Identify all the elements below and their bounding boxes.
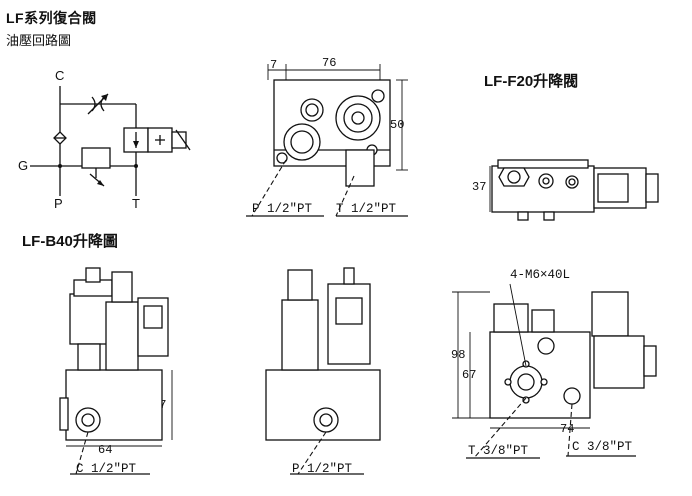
right-port-c: C 3/8"PT — [572, 440, 633, 454]
lf-b40-title: LF-B40升降圖 — [22, 233, 118, 250]
lf-f20-title: LF-F20升降閥 — [484, 73, 579, 90]
circuit-port-p: P — [54, 196, 63, 211]
circuit-port-c: C — [55, 68, 65, 83]
hydraulic-circuit — [30, 86, 191, 196]
top-view-block — [246, 64, 408, 217]
top-dim-50: 50 — [390, 118, 405, 132]
lf-f20-drawing — [489, 159, 659, 221]
lf-b40-drawing — [59, 267, 173, 475]
top-port-t: T 1/2"PT — [336, 202, 397, 216]
top-dim-7: 7 — [270, 58, 278, 72]
right-dim-74: 74 — [560, 422, 575, 436]
top-dim-76: 76 — [322, 56, 337, 70]
series-title: LF系列復合閥 — [6, 10, 97, 26]
circuit-port-g: G — [18, 158, 29, 173]
lf-f20-dim-37: 37 — [472, 180, 487, 194]
mid-port-p: P 1/2"PT — [292, 462, 353, 476]
top-port-p: P 1/2"PT — [252, 202, 313, 216]
middle-view-drawing — [265, 267, 381, 475]
b40-dim-64: 64 — [98, 443, 113, 457]
circuit-title: 油壓回路圖 — [6, 33, 72, 48]
circuit-port-t: T — [132, 196, 140, 211]
right-dim-67: 67 — [462, 368, 477, 382]
b40-port-c: C 1/2"PT — [76, 462, 137, 476]
right-bolts: 4-M6×40L — [510, 268, 571, 282]
right-view-drawing — [452, 283, 657, 459]
